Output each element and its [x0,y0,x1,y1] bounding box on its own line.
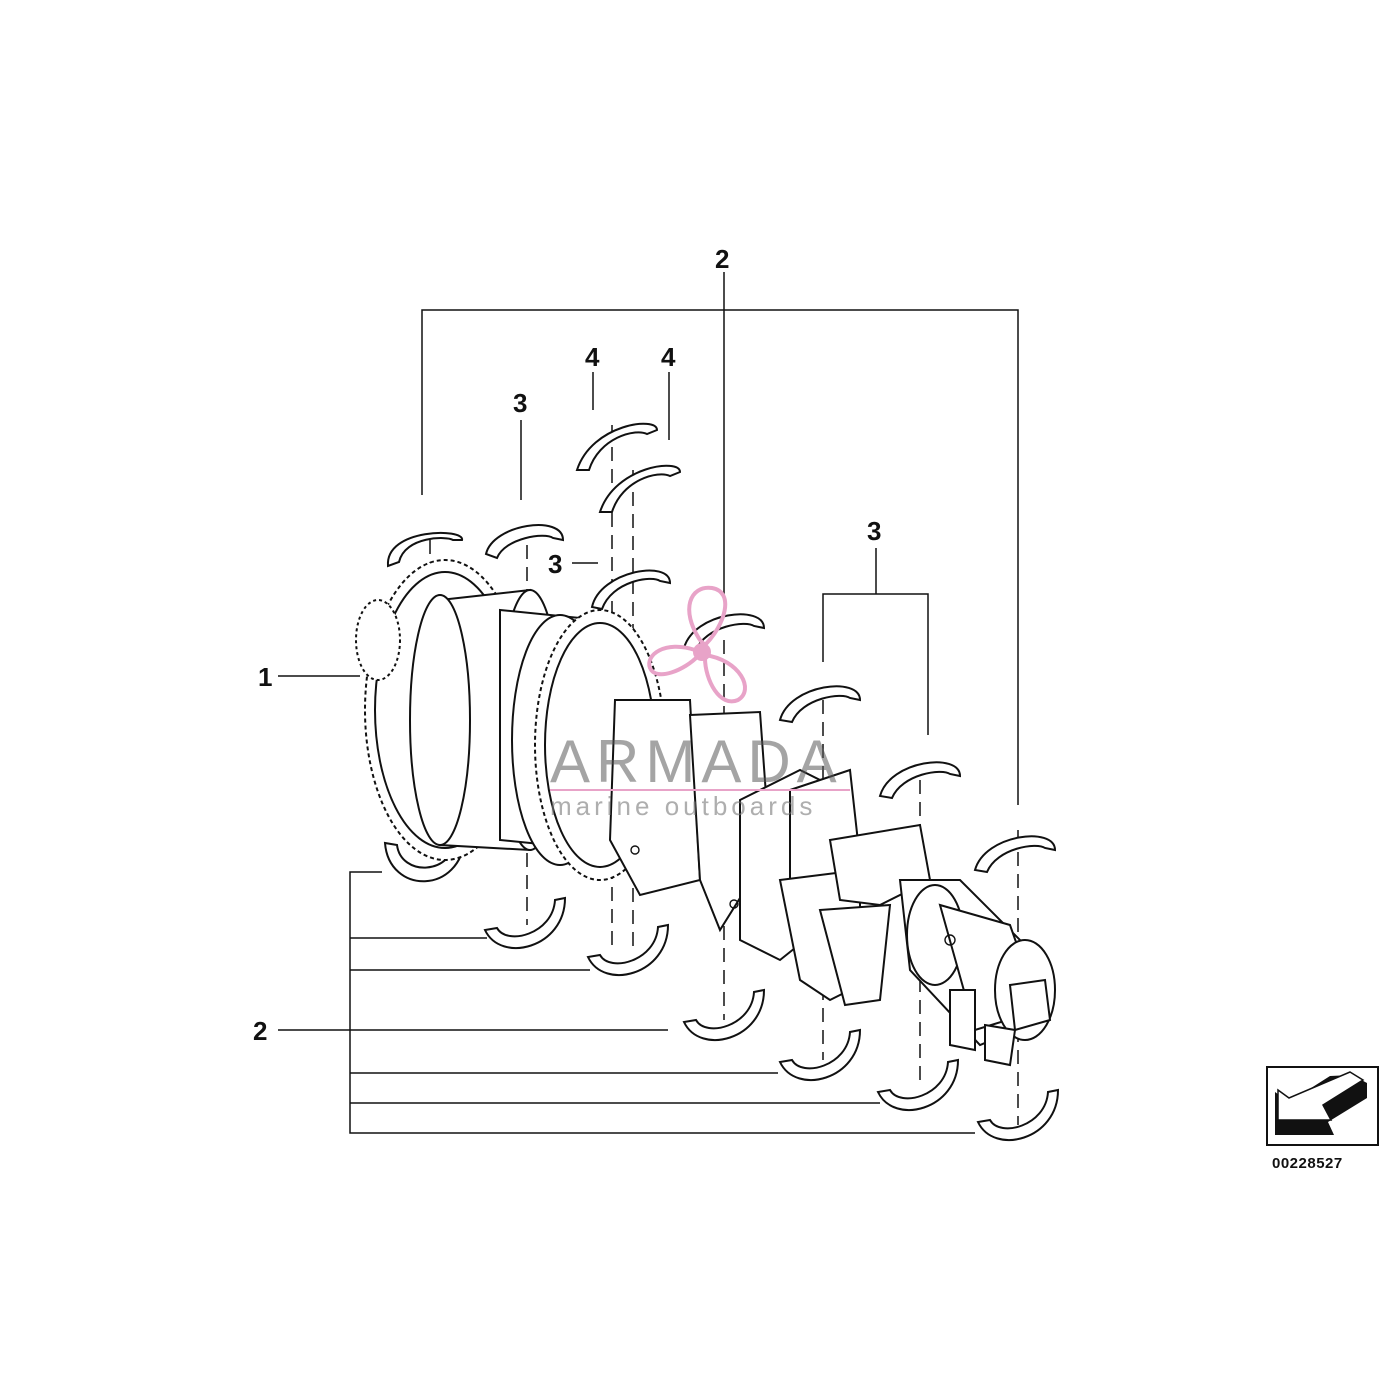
crankshaft [355,559,1056,1067]
callout-labels: 1 2 2 3 3 3 4 4 [253,244,881,1046]
leader-lines [278,272,1019,1134]
thrust-washer-2 [598,464,682,513]
part-number: 00228527 [1272,1155,1343,1172]
callout-3-a: 3 [513,388,527,418]
watermark-tagline: marine outboards [550,791,816,821]
bearing-shell-upper-1 [386,531,463,568]
callout-4-a: 4 [585,342,600,372]
bearing-shell-upper-4 [682,613,766,652]
callout-1: 1 [258,662,272,692]
upper-bearing-shells [386,422,1057,874]
counterweight-7 [818,903,892,1007]
thrust-washer-1 [575,422,659,471]
watermark-brand: ARMADA [550,728,843,795]
end-bolt [1008,978,1052,1032]
bearing-shell-lower-3 [586,923,670,976]
bearing-shell-lower-4 [682,988,766,1041]
bearing-shell-upper-6 [878,761,962,800]
bearing-shell-upper-2 [484,524,565,560]
bearing-shell-upper-3 [590,569,672,611]
nose-gear [355,599,401,681]
watermark-logo-icon [647,585,747,704]
bearing-shell-lower-2 [483,896,567,949]
callout-3-c: 3 [867,516,881,546]
orientation-arrow-icon [1266,1066,1379,1146]
lower-bearing-shells [383,835,1060,1141]
callout-3-b: 3 [548,549,562,579]
callout-4-b: 4 [661,342,676,372]
bearing-shell-lower-6 [876,1058,960,1111]
bearing-shell-lower-7 [976,1088,1060,1141]
bearing-shell-lower-5 [778,1028,862,1081]
callout-2-top: 2 [715,244,729,274]
bearing-shell-upper-7 [973,835,1057,874]
bearing-shell-upper-5 [778,685,862,724]
callout-2-left: 2 [253,1016,267,1046]
watermark: ARMADA marine outboards [550,585,850,821]
